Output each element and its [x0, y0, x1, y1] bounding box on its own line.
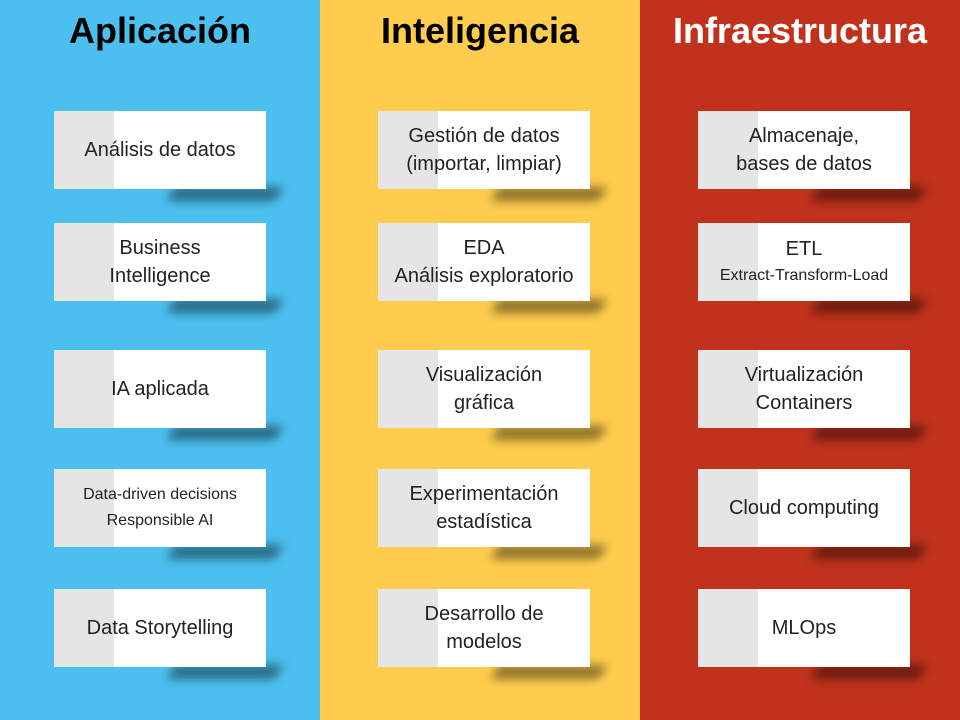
card-desarrollo-de-modelos: Desarrollo de modelos — [378, 589, 607, 679]
card-line: modelos — [446, 631, 522, 653]
card-visualizacion-grafica: Visualización gráfica — [378, 350, 607, 440]
column-inteligencia: Inteligencia Gestión de datos (importar,… — [320, 0, 640, 720]
card-etl: ETL Extract-Transform-Load — [698, 223, 927, 313]
card-line: Análisis exploratorio — [394, 265, 574, 287]
card-line: EDA — [463, 237, 505, 259]
card-line: Almacenaje, — [748, 125, 860, 147]
card-line: Data-driven decisions — [83, 486, 237, 503]
card-ia-aplicada: IA aplicada — [54, 350, 283, 440]
card-line: Responsible AI — [106, 512, 214, 529]
card-line: Data Storytelling — [86, 617, 234, 639]
column-title: Infraestructura — [672, 10, 928, 51]
column-title: Inteligencia — [380, 10, 580, 51]
card-line: Intelligence — [109, 265, 211, 287]
card-gestion-de-datos: Gestión de datos (importar, limpiar) — [378, 111, 607, 201]
card-line: MLOps — [771, 617, 837, 639]
card-line: ETL — [785, 238, 823, 260]
card-line: Containers — [755, 392, 853, 414]
card-almacenaje: Almacenaje, bases de datos — [698, 111, 927, 201]
card-line: bases de datos — [736, 153, 872, 175]
card-analisis-de-datos: Análisis de datos — [54, 111, 283, 201]
card-business-intelligence: Business Intelligence — [54, 223, 283, 313]
card-line: gráfica — [453, 392, 515, 414]
column-aplicacion: Aplicación Análisis de datos Business In… — [0, 0, 320, 720]
card-data-driven-decisions: Data-driven decisions Responsible AI — [54, 469, 283, 559]
card-cloud-computing: Cloud computing — [698, 469, 927, 559]
card-mlops: MLOps — [698, 589, 927, 679]
card-line: Cloud computing — [728, 497, 880, 519]
column-title: Aplicación — [68, 10, 252, 51]
card-experimentacion-estadistica: Experimentación estadística — [378, 469, 607, 559]
column-infraestructura: Infraestructura Almacenaje, bases de dat… — [640, 0, 960, 720]
card-line: Virtualización — [744, 364, 864, 386]
card-line: (importar, limpiar) — [406, 153, 562, 175]
card-line: Business — [119, 237, 201, 259]
card-line: Extract-Transform-Load — [719, 267, 889, 284]
card-line: estadística — [436, 511, 532, 533]
card-eda: EDA Análisis exploratorio — [378, 223, 607, 313]
card-line: Experimentación — [409, 483, 559, 505]
card-line: Gestión de datos — [408, 125, 560, 147]
card-line: Visualización — [425, 364, 543, 386]
card-line: Análisis de datos — [84, 139, 236, 161]
card-line: IA aplicada — [111, 378, 209, 400]
card-data-storytelling: Data Storytelling — [54, 589, 283, 679]
card-virtualizacion: Virtualización Containers — [698, 350, 927, 440]
card-line: Desarrollo de — [424, 603, 544, 625]
